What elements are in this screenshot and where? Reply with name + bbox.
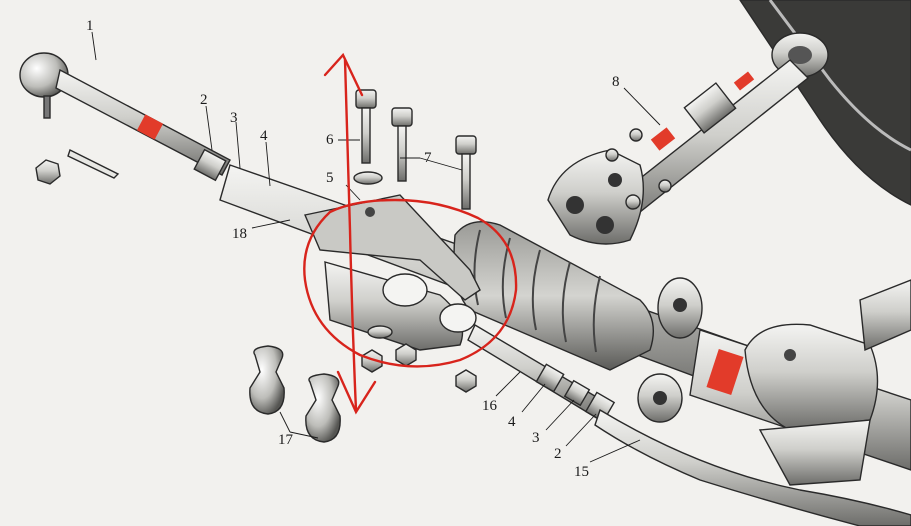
tie-rod-end	[19, 52, 231, 185]
label-7: 7	[424, 150, 432, 166]
part-labels: 1 2 3 4 5 6 7 8 18 17 16 4 3 2 15	[86, 18, 620, 480]
annotation-arrow-up-head	[323, 52, 364, 97]
label-2: 2	[200, 92, 208, 108]
leader-lines	[91, 31, 661, 463]
nuts-washers	[361, 325, 477, 393]
label-16: 16	[482, 398, 498, 414]
marker-band	[650, 127, 676, 151]
right-end-housing	[744, 279, 911, 486]
clamp-plate	[304, 194, 481, 351]
annotation-arrow-down-head	[336, 370, 377, 415]
bolts	[353, 89, 477, 210]
label-17: 17	[278, 432, 294, 448]
label-4: 4	[260, 128, 268, 144]
marker-band	[733, 71, 755, 91]
rubber-bushings	[249, 345, 341, 443]
label-15: 15	[574, 464, 589, 480]
label-2-lower: 2	[554, 446, 562, 462]
label-1: 1	[86, 18, 94, 34]
marker-band	[136, 114, 164, 140]
marker-band	[706, 348, 744, 396]
mounting-flange	[547, 128, 672, 245]
castle-nut	[35, 159, 61, 185]
annotation-circle	[303, 198, 518, 368]
label-3-lower: 3	[532, 430, 540, 446]
right-tie-rod	[467, 324, 911, 526]
label-3: 3	[230, 110, 238, 126]
label-4-lower: 4	[508, 414, 516, 430]
label-8: 8	[612, 74, 620, 90]
label-5: 5	[326, 170, 334, 186]
annotation-arrow-line	[343, 58, 358, 412]
rubber-boot	[453, 221, 654, 371]
cotter-pin	[67, 149, 120, 179]
label-6: 6	[326, 132, 334, 148]
label-18: 18	[232, 226, 247, 242]
red-annotation	[303, 52, 518, 415]
